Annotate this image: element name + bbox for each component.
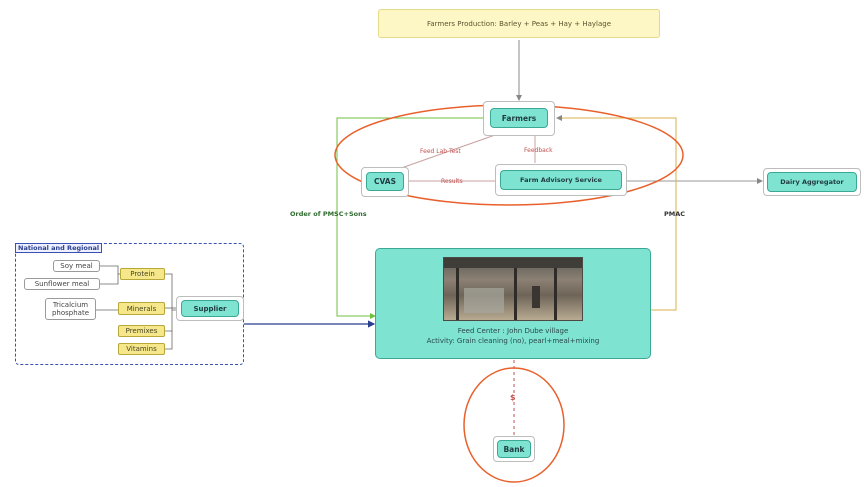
feed-center-node[interactable]: Feed Center : John Dube village Activity… xyxy=(375,248,651,359)
feed-center-title: Feed Center : John Dube village xyxy=(457,327,569,335)
bank-label: Bank xyxy=(503,444,525,454)
dairy-node[interactable]: Dairy Aggregator xyxy=(767,172,857,192)
feed-lab-test-connector xyxy=(389,134,496,173)
national-regional-title: National and Regional xyxy=(15,243,103,253)
minerals-label: Minerals xyxy=(126,304,157,313)
highlight-ellipse-bank xyxy=(463,367,565,483)
order-loop-connector xyxy=(336,117,487,319)
sunflower-meal-node[interactable]: Sunflower meal xyxy=(24,278,100,290)
supplier-label: Supplier xyxy=(193,304,227,313)
farmers-node[interactable]: Farmers xyxy=(490,108,548,128)
premixes-node[interactable]: Premixes xyxy=(118,325,165,337)
vitamins-node[interactable]: Vitamins xyxy=(118,343,165,355)
farmers-label: Farmers xyxy=(501,113,537,123)
cvas-node[interactable]: CVAS xyxy=(366,172,404,191)
group-title-text: National and Regional xyxy=(18,244,100,252)
production-text: Farmers Production: Barley + Peas + Hay … xyxy=(426,19,612,28)
soy-meal-node[interactable]: Soy meal xyxy=(53,260,100,272)
tricalcium-label: Tricalcium phosphate xyxy=(51,301,90,317)
feed-lab-test-label: Feed Lab Test xyxy=(420,148,461,155)
advisory-label: Farm Advisory Service xyxy=(520,176,602,184)
supplier-node[interactable]: Supplier xyxy=(181,300,239,317)
pmac-label: PMAC xyxy=(664,210,686,218)
results-label: Results xyxy=(441,178,463,185)
bank-node[interactable]: Bank xyxy=(497,440,531,458)
protein-label: Protein xyxy=(130,270,155,278)
order-label: Order of PMSC+Sons xyxy=(290,210,367,218)
money-label: $ xyxy=(510,393,516,402)
feed-center-activity: Activity: Grain cleaning (no), pearl+mea… xyxy=(426,337,600,345)
premixes-label: Premixes xyxy=(125,327,158,335)
feed-center-photo xyxy=(443,257,583,321)
sunflower-meal-label: Sunflower meal xyxy=(34,280,90,288)
soy-meal-label: Soy meal xyxy=(60,262,93,270)
dairy-label: Dairy Aggregator xyxy=(780,178,844,186)
tricalcium-node[interactable]: Tricalcium phosphate xyxy=(45,298,96,320)
feedback-label: Feedback xyxy=(524,147,553,154)
pmac-loop-connector xyxy=(556,115,677,311)
vitamins-label: Vitamins xyxy=(126,345,157,353)
production-node[interactable]: Farmers Production: Barley + Peas + Hay … xyxy=(378,9,660,38)
protein-node[interactable]: Protein xyxy=(120,268,165,280)
cvas-label: CVAS xyxy=(373,177,396,186)
advisory-node[interactable]: Farm Advisory Service xyxy=(500,170,622,190)
minerals-node[interactable]: Minerals xyxy=(118,302,165,315)
